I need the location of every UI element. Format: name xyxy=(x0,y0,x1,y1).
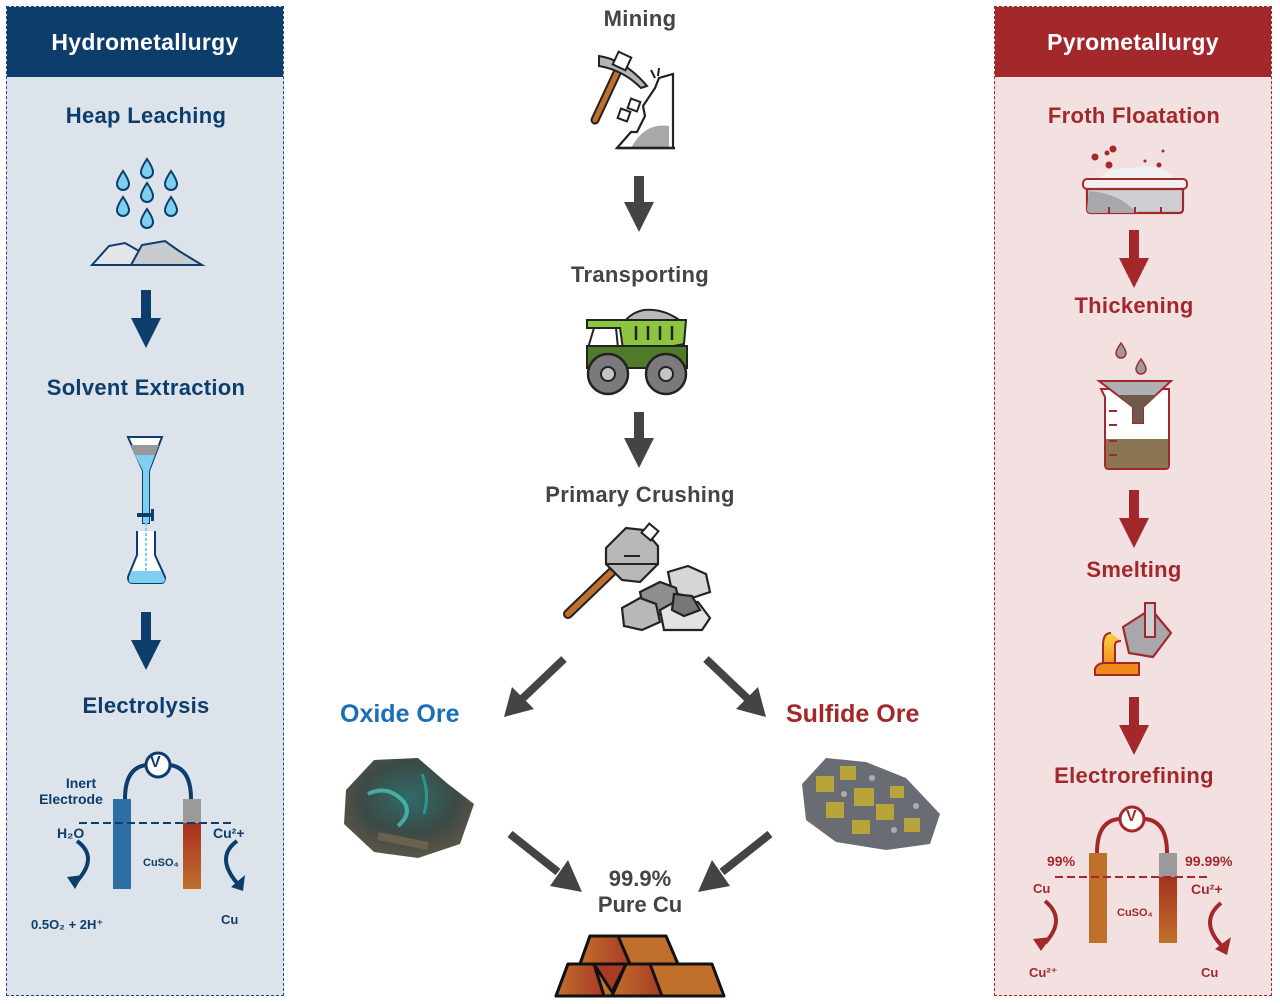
oxide-ore-label: Oxide Ore xyxy=(340,700,460,728)
hydrometallurgy-header: Hydrometallurgy xyxy=(7,7,283,77)
voltmeter-label: V xyxy=(1126,808,1137,825)
down-arrow-icon xyxy=(1119,230,1149,288)
separatory-funnel-icon xyxy=(126,436,167,584)
down-arrow-icon xyxy=(624,412,654,468)
down-arrow-icon xyxy=(624,176,654,232)
anode-purity-label: 99% xyxy=(1047,853,1076,869)
oxide-ore-image xyxy=(344,758,474,858)
step-mining: Mining xyxy=(603,6,677,31)
step-transporting: Transporting xyxy=(570,262,710,287)
cu2-label: Cu²+ xyxy=(1191,881,1223,897)
down-arrow-icon xyxy=(1119,697,1149,755)
h2o-label: H₂O xyxy=(57,825,85,841)
step-solvent-extraction: Solvent Extraction xyxy=(46,375,246,400)
inert-electrode-label-line2: Electrode xyxy=(39,791,103,807)
sulfide-ore-image xyxy=(802,758,940,850)
down-arrow-icon xyxy=(1119,490,1149,548)
smelting-crucible-icon xyxy=(1094,602,1173,676)
cu2-product-label: Cu²⁺ xyxy=(1029,965,1058,980)
hydrometallurgy-panel: Hydrometallurgy Heap Leaching Solvent Ex… xyxy=(6,6,284,996)
diagonal-arrow-to-sulfide xyxy=(703,656,766,717)
cathode-purity-label: 99.99% xyxy=(1185,853,1233,869)
cu2-label: Cu²+ xyxy=(213,825,245,841)
voltmeter-label: V xyxy=(150,754,161,771)
converging-arrow-left xyxy=(507,830,582,892)
funnel-beaker-icon xyxy=(1096,341,1174,470)
inert-electrode-label-line1: Inert xyxy=(65,775,97,791)
cuso4-label: CuSO₄ xyxy=(1117,907,1153,919)
pure-copper-result: 99.9% Pure Cu xyxy=(540,866,740,918)
pickaxe-mining-icon xyxy=(590,50,675,150)
anode-cu-label: Cu xyxy=(1033,881,1051,896)
cu-product-label: Cu xyxy=(221,912,239,927)
sulfide-ore-label: Sulfide Ore xyxy=(786,700,920,728)
step-froth-floatation: Froth Floatation xyxy=(1047,103,1221,128)
inert-electrode-label: Inert Electrode xyxy=(39,775,111,807)
step-thickening: Thickening xyxy=(1074,293,1194,318)
pyrometallurgy-panel: Pyrometallurgy Froth Floatation Thickeni… xyxy=(994,6,1272,996)
pyrometallurgy-header: Pyrometallurgy xyxy=(995,7,1271,77)
copper-ingots-icon xyxy=(554,934,726,998)
step-heap-leaching: Heap Leaching xyxy=(65,103,227,128)
step-electrorefining: Electrorefining xyxy=(1054,763,1214,788)
down-arrow-icon xyxy=(131,612,161,670)
flotation-tank-icon xyxy=(1082,145,1188,215)
heap-leaching-icon xyxy=(89,157,206,266)
dump-truck-icon xyxy=(586,308,688,396)
oxygen-product-label: 0.5O₂ + 2H⁺ xyxy=(31,917,104,932)
step-smelting: Smelting xyxy=(1086,557,1182,582)
purity-value: 99.9% xyxy=(608,866,672,891)
step-primary-crushing: Primary Crushing xyxy=(545,482,735,507)
step-electrolysis: Electrolysis xyxy=(82,693,210,718)
cuso4-label: CuSO₄ xyxy=(143,857,179,869)
cu-product-label: Cu xyxy=(1201,965,1219,980)
electrorefining-cell-icon xyxy=(1033,805,1231,955)
hammer-rocks-icon xyxy=(563,522,712,632)
down-arrow-icon xyxy=(131,290,161,348)
pure-cu-label: Pure Cu xyxy=(597,892,683,917)
electrolysis-cell-icon xyxy=(67,751,245,891)
converging-arrow-right xyxy=(698,830,773,892)
diagonal-arrow-to-oxide xyxy=(504,656,567,717)
